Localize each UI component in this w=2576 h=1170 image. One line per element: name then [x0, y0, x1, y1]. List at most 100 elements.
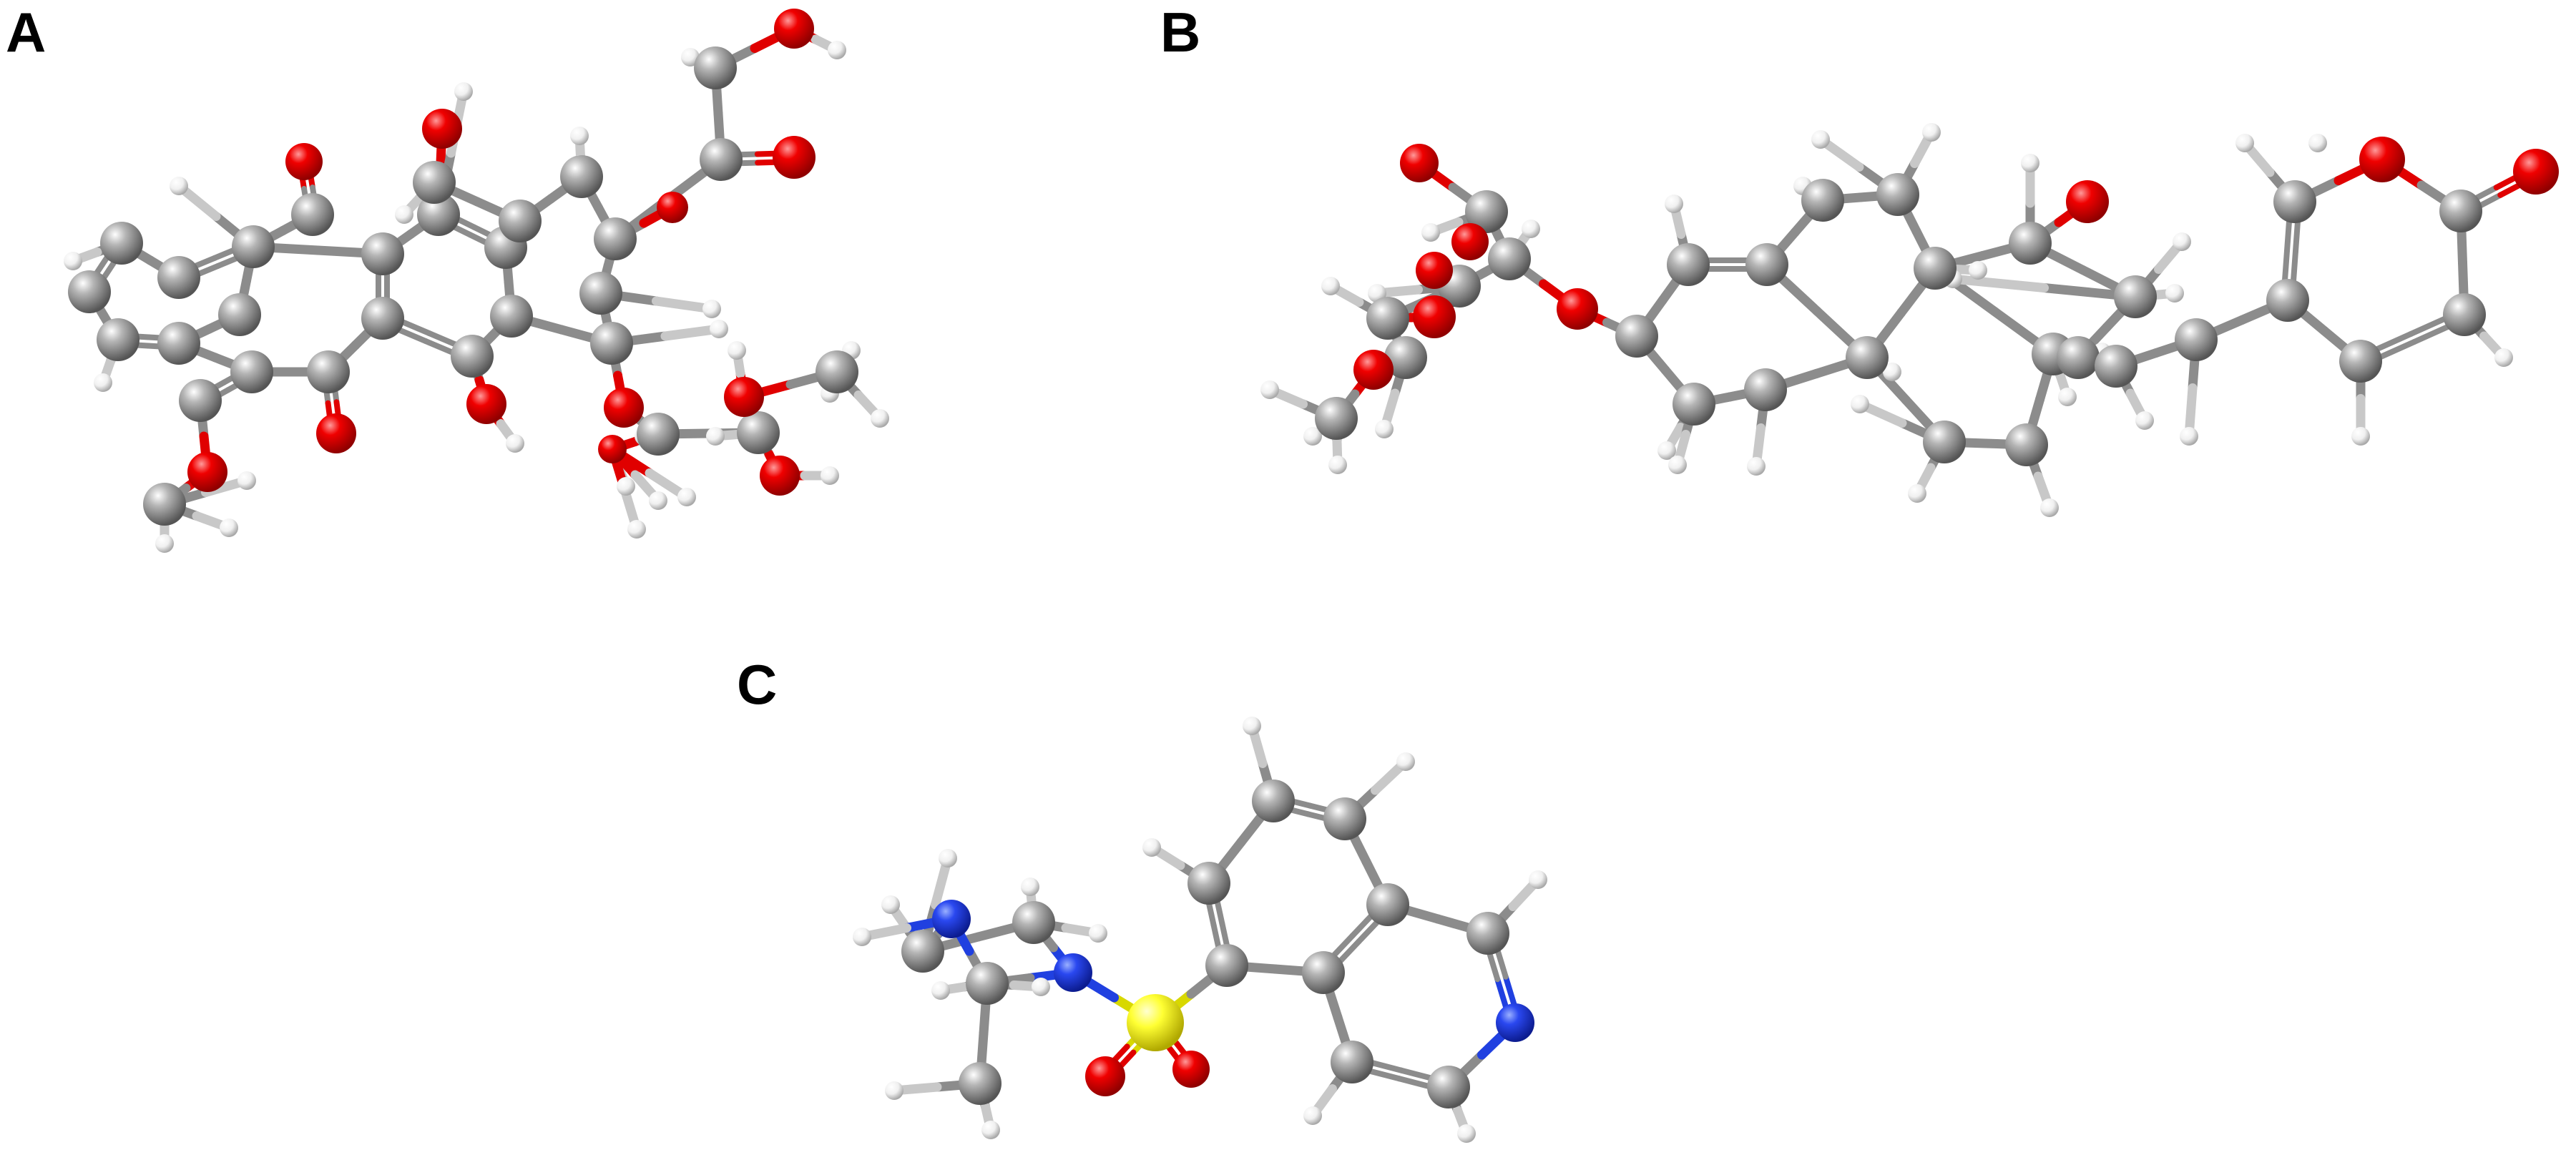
hydrogen-atom	[2135, 411, 2154, 430]
hydrogen-atom	[710, 320, 728, 338]
oxygen-atom	[724, 377, 764, 417]
carbon-atom	[157, 322, 200, 365]
carbon-atom	[157, 256, 200, 299]
carbon-atom	[700, 138, 743, 181]
hydrogen-atom	[677, 488, 696, 506]
carbon-atom	[1465, 190, 1508, 233]
carbon-atom	[2175, 318, 2218, 361]
carbon-atom	[694, 46, 737, 89]
carbon-atom	[959, 1062, 1001, 1105]
oxygen-atom	[1557, 288, 1598, 330]
hydrogen-atom	[617, 477, 635, 496]
carbon-atom	[451, 335, 494, 378]
carbon-atom	[2443, 293, 2486, 336]
hydrogen-atom	[881, 895, 900, 914]
nitrogen-atom	[932, 900, 971, 938]
hydrogen-atom	[1303, 427, 1322, 446]
hydrogen-atom	[64, 252, 82, 270]
carbon-atom	[417, 193, 460, 236]
carbon-atom	[590, 322, 633, 365]
hydrogen-atom	[981, 1121, 1000, 1139]
hydrogen-atom	[939, 849, 957, 867]
carbon-atom	[100, 222, 143, 265]
hydrogen-atom	[1908, 484, 1926, 503]
carbon-atom	[361, 232, 404, 275]
carbon-atom	[1187, 862, 1230, 905]
oxygen-atom	[774, 9, 814, 49]
hydrogen-atom	[2040, 498, 2059, 517]
hydrogen-atom	[1851, 395, 1869, 413]
oxygen-atom	[1085, 1056, 1125, 1096]
oxygen-atom	[1416, 252, 1453, 289]
carbon-atom	[1315, 397, 1358, 440]
oxygen-atom	[760, 456, 800, 496]
carbon-atom	[1667, 243, 1710, 286]
bond-segment	[1948, 274, 2049, 292]
oxygen-atom	[657, 192, 688, 223]
carbon-atom	[361, 297, 404, 340]
carbon-atom	[1012, 901, 1055, 944]
hydrogen-atom	[2494, 348, 2513, 367]
hydrogen-atom	[2308, 134, 2327, 152]
carbon-atom	[1384, 336, 1427, 379]
carbon-atom	[1331, 1041, 1373, 1083]
carbon-atom	[594, 217, 637, 260]
carbon-atom	[1846, 336, 1889, 379]
hydrogen-atom	[1883, 363, 1901, 381]
hydrogen-atom	[2173, 232, 2191, 251]
hydrogen-atom	[237, 471, 256, 490]
carbon-atom	[97, 318, 139, 361]
carbon-atom	[637, 413, 680, 456]
carbon-atom	[2266, 279, 2309, 322]
hydrogen-atom	[1922, 123, 1941, 142]
atoms	[853, 717, 1547, 1143]
carbon-atom	[2005, 423, 2048, 466]
hydrogen-atom	[853, 928, 871, 946]
carbon-atom	[1744, 368, 1787, 411]
carbon-atom	[816, 350, 858, 393]
carbon-atom	[1876, 173, 1919, 216]
molecule-a	[64, 9, 889, 553]
hydrogen-atom	[871, 409, 889, 428]
oxygen-atom	[1353, 350, 1394, 390]
hydrogen-atom	[1747, 457, 1766, 476]
carbon-atom	[2114, 275, 2157, 318]
hydrogen-atom	[2235, 134, 2254, 152]
hydrogen-atom	[1303, 1106, 1322, 1125]
hydrogen-atom	[170, 177, 188, 195]
hydrogen-atom	[395, 205, 413, 224]
panel-label-b: B	[1160, 1, 1201, 64]
carbon-atom	[68, 270, 111, 313]
hydrogen-atom	[1032, 978, 1050, 996]
panel-label-c: C	[737, 653, 778, 716]
bond-segment	[652, 296, 717, 314]
carbon-atom	[490, 295, 533, 338]
carbon-atom	[2009, 222, 2052, 265]
carbon-atom	[230, 350, 273, 393]
hydrogen-atom	[1421, 223, 1440, 242]
hydrogen-atom	[1657, 441, 1676, 460]
carbon-atom	[1673, 383, 1715, 426]
atoms	[64, 9, 889, 553]
hydrogen-atom	[2351, 427, 2370, 446]
oxygen-atom	[466, 384, 506, 424]
oxygen-atom	[2359, 137, 2405, 182]
carbon-atom	[1427, 1066, 1470, 1108]
carbon-atom	[560, 155, 603, 198]
carbon-atom	[1745, 243, 1788, 286]
oxygen-atom	[422, 109, 462, 149]
oxygen-atom	[604, 388, 644, 428]
nitrogen-atom	[1496, 1003, 1534, 1042]
carbon-atom	[1914, 247, 1957, 290]
hydrogen-atom	[2165, 284, 2184, 303]
hydrogen-atom	[828, 41, 846, 59]
carbon-atom	[1252, 780, 1295, 822]
carbon-atom	[232, 225, 275, 268]
hydrogen-atom	[2180, 427, 2198, 446]
atoms	[1260, 123, 2559, 517]
hydrogen-atom	[94, 373, 112, 392]
carbon-atom	[2439, 190, 2482, 232]
carbon-atom	[143, 483, 186, 526]
